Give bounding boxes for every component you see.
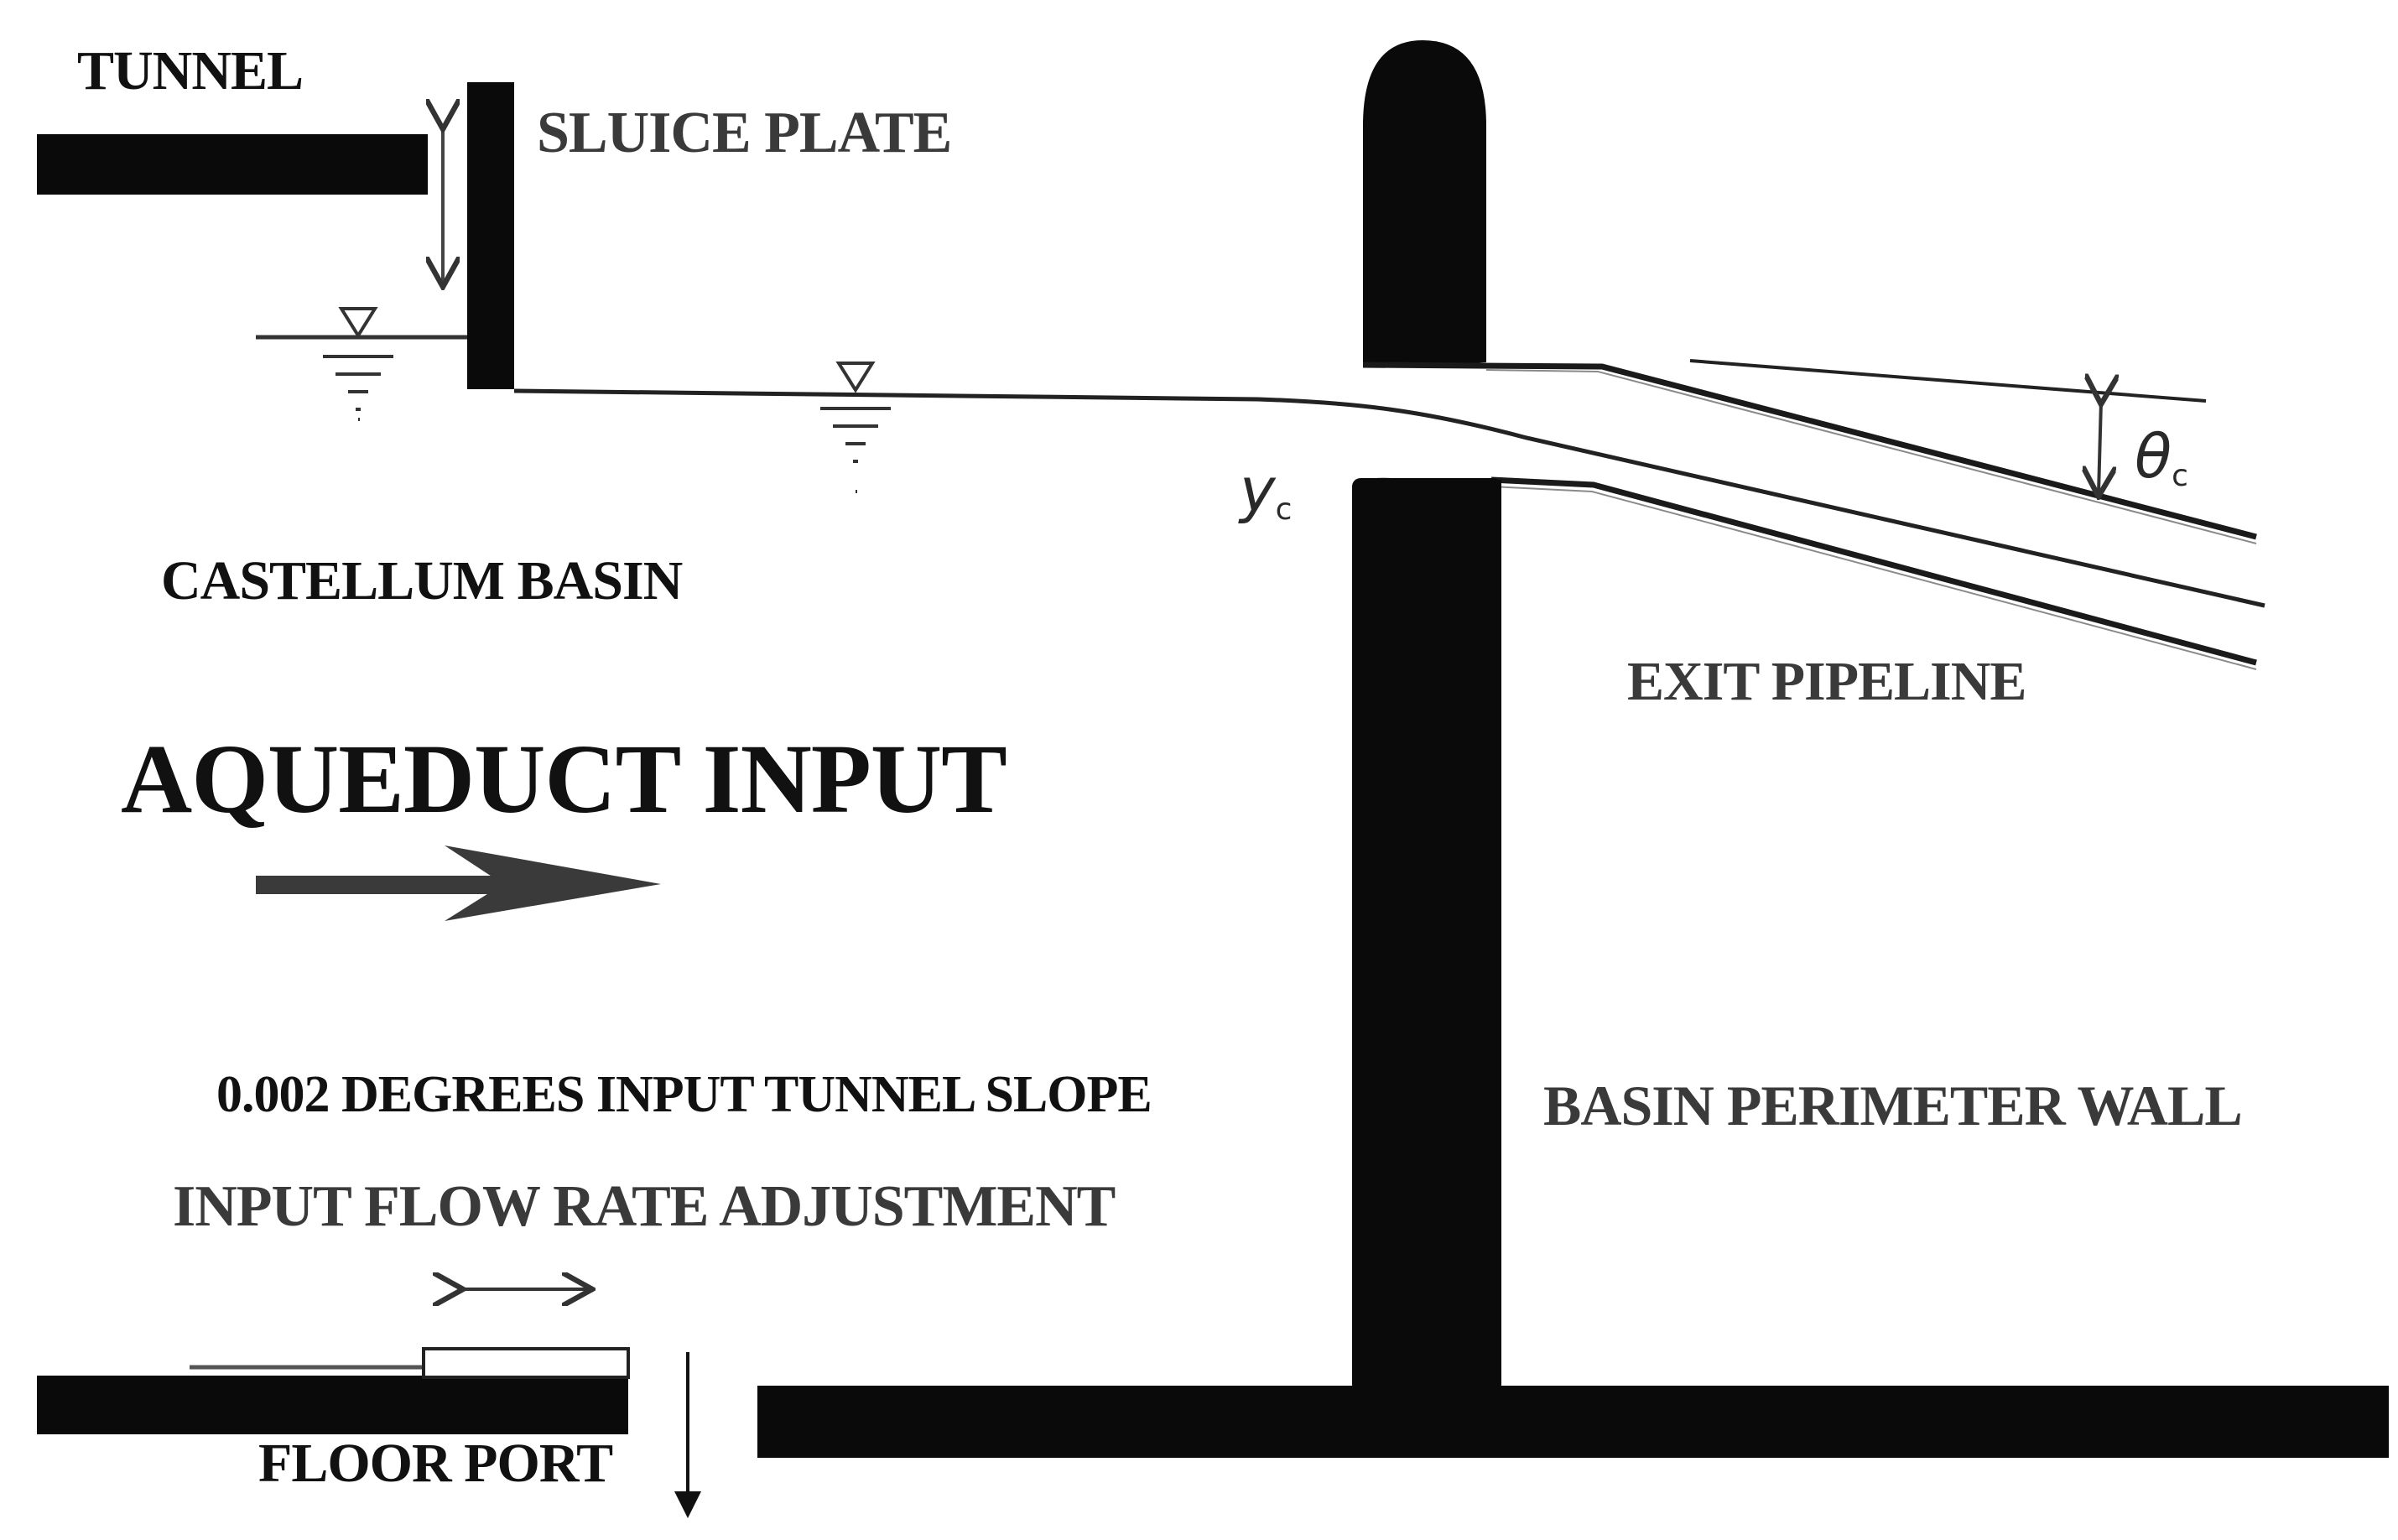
floor-left-slab	[37, 1376, 628, 1434]
basin-perimeter-wall	[1352, 478, 1501, 1392]
aqueduct-input-arrow	[256, 845, 661, 921]
sluice-plate	[467, 82, 514, 389]
upstream-water-level-symbol	[323, 307, 393, 421]
aqueduct-input-label: AQUEDUCT INPUT	[121, 724, 1007, 834]
downstream-water-level-symbol	[820, 362, 891, 493]
wall-upper-block	[1363, 40, 1486, 366]
floor-port-label: FLOOR PORT	[258, 1433, 613, 1494]
castellum-basin-label: CASTELLUM BASIN	[161, 550, 683, 611]
critical-angle-symbol: θc	[2135, 421, 2188, 493]
sluice-plate-label: SLUICE PLATE	[537, 101, 952, 165]
pipeline-bottom-edge	[1490, 476, 2257, 666]
tunnel-label: TUNNEL	[77, 40, 304, 101]
horizontal-reference-line	[1689, 359, 2207, 403]
floor-right-slab	[757, 1386, 2389, 1458]
exit-pipeline-label: EXIT PIPELINE	[1627, 651, 2026, 712]
input-flow-rate-adjustment-label: INPUT FLOW RATE ADJUSTMENT	[173, 1174, 1116, 1239]
pipeline-top-edge	[1362, 362, 2257, 540]
flow-adjust-plate	[422, 1347, 630, 1379]
angle-arrow	[2099, 401, 2101, 493]
basin-perimeter-wall-label: BASIN PERIMETER WALL	[1543, 1074, 2243, 1137]
critical-depth-symbol: yc	[1240, 455, 1293, 527]
input-tunnel-slope-label: 0.002 DEGREES INPUT TUNNEL SLOPE	[216, 1066, 1152, 1123]
tunnel-bar	[37, 134, 428, 195]
downstream-water-line	[513, 388, 2265, 608]
